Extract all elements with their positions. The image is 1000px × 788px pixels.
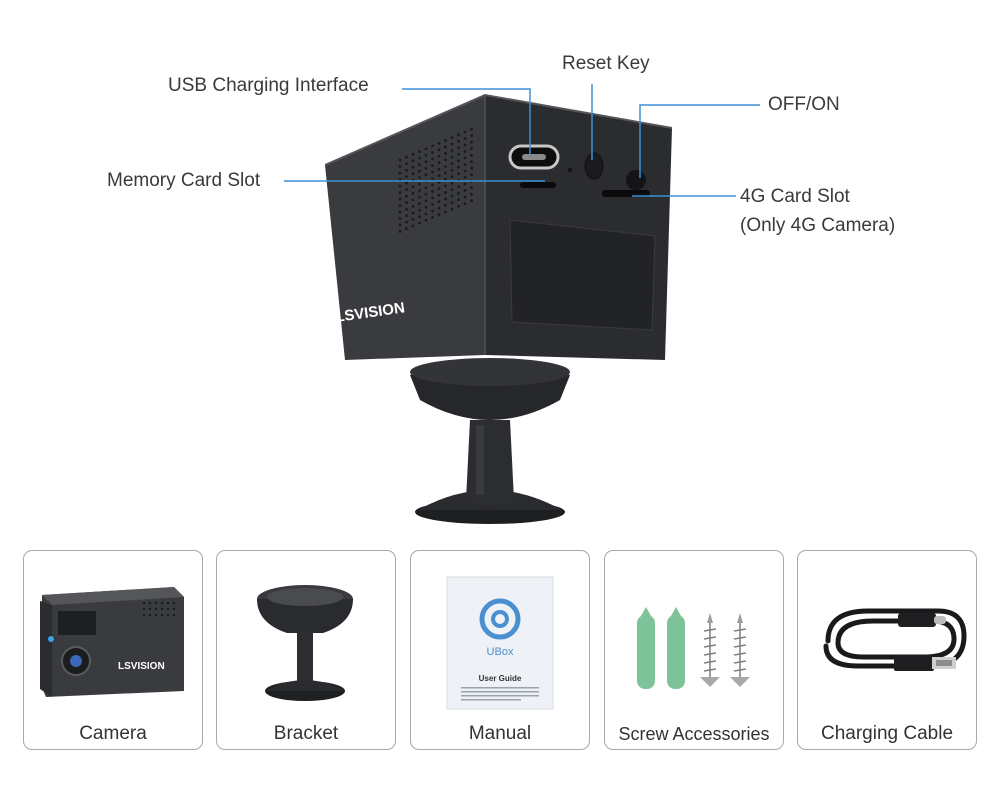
item-label: Charging Cable bbox=[820, 723, 954, 744]
reset-key-callout: Reset Key bbox=[562, 53, 650, 74]
screws-thumbnail bbox=[637, 607, 750, 689]
off-on-callout: OFF/ON bbox=[768, 94, 840, 115]
memory-card-callout: Memory Card Slot bbox=[107, 170, 261, 191]
package-item-manual: UBox User Guide Manual bbox=[410, 550, 590, 750]
cable-thumbnail bbox=[823, 608, 967, 671]
item-label: Bracket bbox=[273, 723, 339, 744]
manual-thumbnail: UBox User Guide bbox=[446, 576, 554, 710]
item-label: Screw Accessories bbox=[618, 724, 770, 744]
usb-charging-callout: USB Charging Interface bbox=[168, 75, 369, 96]
item-label: Manual bbox=[468, 723, 532, 744]
package-item-camera: LSVISION Camera bbox=[23, 550, 203, 750]
sim-card-callout: 4G Card Slot bbox=[740, 186, 850, 207]
camera-thumbnail: LSVISION bbox=[40, 587, 184, 697]
package-item-bracket: Bracket bbox=[216, 550, 396, 750]
camera-hero-illustration: LSVISION bbox=[284, 84, 760, 524]
item-label: Camera bbox=[79, 723, 147, 744]
bracket-thumbnail bbox=[257, 585, 353, 701]
package-item-cable: Charging Cable bbox=[797, 550, 977, 750]
manual-app-name: UBox bbox=[487, 646, 514, 658]
sim-card-callout-note: (Only 4G Camera) bbox=[740, 215, 896, 236]
svg-text:LSVISION: LSVISION bbox=[118, 661, 165, 672]
package-item-screws: Screw Accessories bbox=[604, 550, 784, 750]
manual-doc-title: User Guide bbox=[479, 674, 522, 683]
